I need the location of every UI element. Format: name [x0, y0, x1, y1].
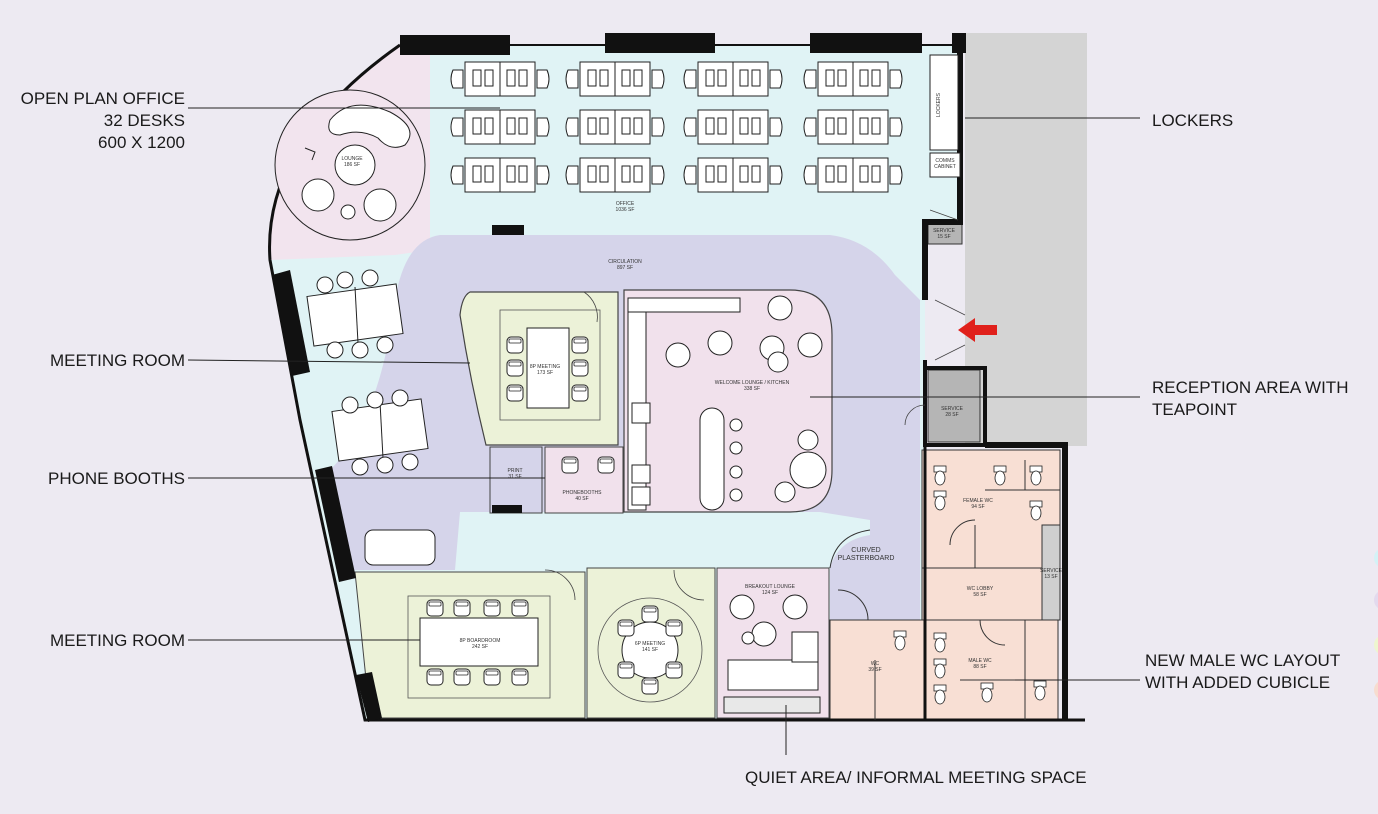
- callout-open-plan-line2: 32 DESKS: [103, 111, 185, 131]
- label-lockers-small: LOCKERS: [936, 92, 942, 117]
- door-swings: [544, 209, 966, 601]
- edge-swatches: [1374, 550, 1378, 698]
- callout-meeting-room-top: MEETING ROOM: [49, 351, 185, 370]
- callout-reception-line2: TEAPOINT: [1152, 400, 1238, 420]
- lockers-unit: [929, 54, 959, 151]
- callout-reception-line1: RECEPTION AREA WITH: [1152, 378, 1349, 397]
- leader-lines: [187, 107, 1140, 755]
- boardroom-table: [407, 595, 551, 699]
- breakout-furniture: [723, 594, 821, 714]
- callout-open-plan-line1: OPEN PLAN OFFICE: [20, 89, 185, 108]
- callout-male-wc-line2: WITH ADDED CUBICLE: [1145, 673, 1331, 693]
- callout-open-plan: OPEN PLAN OFFICE 32 DESKS 600 X 1200: [21, 88, 185, 154]
- callout-male-wc: NEW MALE WC LAYOUT WITH ADDED CUBICLE: [1145, 650, 1340, 694]
- wc-lobby-block: [921, 567, 1043, 621]
- service-block-right: [1041, 524, 1061, 621]
- meeting-6p-table: [597, 597, 703, 703]
- callout-male-wc-line1: NEW MALE WC LAYOUT: [1145, 651, 1341, 670]
- callout-reception: RECEPTION AREA WITH TEAPOINT: [1152, 377, 1348, 421]
- callout-meeting-room-bottom: MEETING ROOM: [49, 631, 185, 650]
- callout-lockers: LOCKERS: [1152, 111, 1234, 130]
- side-desk-clusters: [306, 269, 436, 566]
- callout-phone-booths: PHONE BOOTHS: [48, 469, 185, 488]
- service-block-mid: [927, 369, 981, 443]
- lounge-furniture: [274, 89, 426, 241]
- wc-partitions: [829, 460, 1060, 720]
- callout-quiet-area: QUIET AREA/ INFORMAL MEETING SPACE: [745, 768, 1087, 787]
- meeting-8p-table: [499, 309, 601, 421]
- kitchen-furniture: [627, 295, 827, 511]
- entrance-arrow-icon: [958, 318, 997, 342]
- window-bars: [272, 33, 966, 722]
- print-room: [489, 446, 543, 514]
- callout-open-plan-line3: 600 X 1200: [98, 133, 185, 153]
- comms-cabinet: [929, 152, 961, 178]
